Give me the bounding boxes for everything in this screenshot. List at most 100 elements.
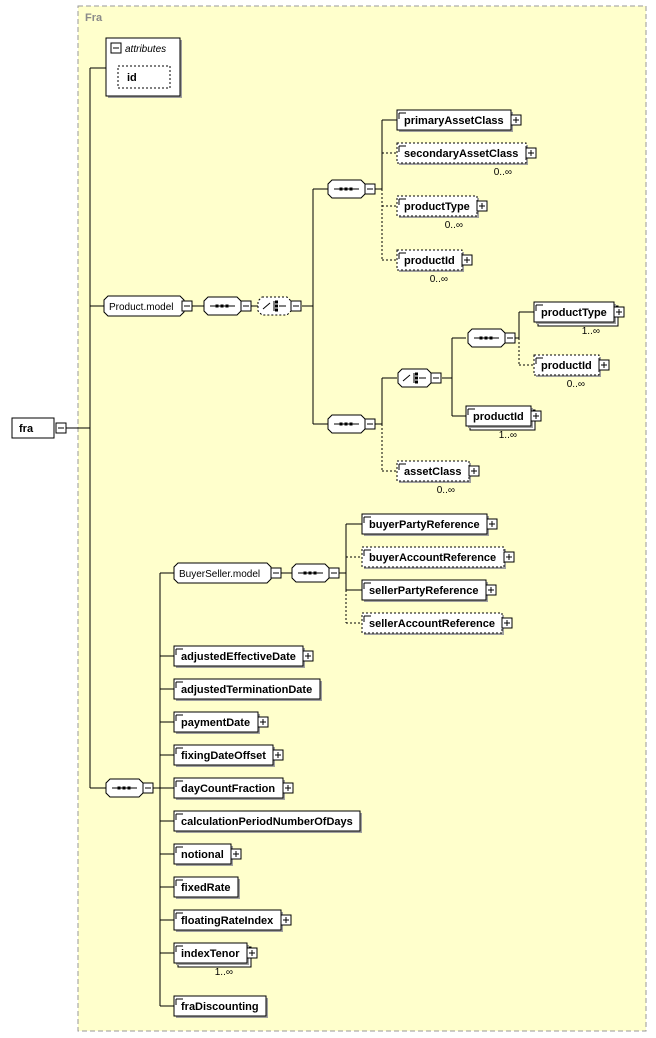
group-buyerseller-model[interactable]: BuyerSeller.model: [173, 562, 282, 584]
plus-box-icon[interactable]: [510, 114, 522, 126]
product-choice-compositor[interactable]: [257, 296, 302, 316]
occurrence-label: 1..∞: [582, 326, 600, 337]
element-calculationPeriodNumberOfDays[interactable]: calculationPeriodNumberOfDays: [173, 810, 362, 833]
occurrence-label: 1..∞: [215, 967, 233, 978]
plus-box-icon[interactable]: [476, 200, 488, 212]
minus-box-icon[interactable]: [55, 422, 67, 434]
root-element-fra[interactable]: fra: [11, 416, 67, 439]
plus-box-icon[interactable]: [485, 584, 497, 596]
sequence-compositor-icon: [334, 187, 359, 191]
product-sequence-2-compositor[interactable]: [327, 414, 376, 434]
element-flag-icon: [363, 615, 371, 622]
element-flag-icon: [398, 145, 406, 152]
choice-sequence-compositor[interactable]: [467, 328, 516, 348]
minus-box-icon[interactable]: [181, 300, 193, 312]
element-flag-icon: [363, 516, 371, 523]
plus-box-icon[interactable]: [302, 650, 314, 662]
element-fixingDateOffset[interactable]: fixingDateOffset: [173, 744, 284, 767]
minus-box-icon[interactable]: [240, 300, 252, 312]
element-flag-icon: [398, 198, 406, 205]
element-primaryAssetClass[interactable]: primaryAssetClass: [396, 109, 522, 132]
minus-box-icon[interactable]: [328, 567, 340, 579]
connection-lines: [66, 67, 534, 1007]
element-label: fixingDateOffset: [181, 750, 266, 762]
element-dayCountFraction[interactable]: dayCountFraction: [173, 777, 294, 800]
element-flag-icon: [175, 998, 183, 1005]
element-buyerPartyReference[interactable]: buyerPartyReference: [361, 513, 498, 536]
complex-type-title: Fra: [85, 12, 103, 24]
minus-box-icon[interactable]: [270, 567, 282, 579]
plus-box-icon[interactable]: [530, 410, 542, 422]
element-flag-icon: [175, 681, 183, 688]
plus-box-icon[interactable]: [613, 306, 625, 318]
element-flag-icon: [398, 112, 406, 119]
elements-layer: primaryAssetClasssecondaryAssetClass0..∞…: [173, 109, 625, 1018]
buyerseller-sequence-compositor[interactable]: [291, 563, 340, 583]
element-fixedRate[interactable]: fixedRate: [173, 876, 240, 899]
plus-box-icon[interactable]: [272, 749, 284, 761]
element-productType[interactable]: productType 1..∞: [533, 301, 625, 337]
minus-box-icon[interactable]: [142, 782, 154, 794]
plus-box-icon[interactable]: [280, 914, 292, 926]
attribute-id-label: id: [127, 72, 137, 84]
plus-box-icon[interactable]: [468, 465, 480, 477]
plus-box-icon[interactable]: [598, 359, 610, 371]
element-sellerAccountReference[interactable]: sellerAccountReference: [361, 612, 513, 635]
element-label: secondaryAssetClass: [404, 148, 518, 160]
plus-box-icon[interactable]: [486, 518, 498, 530]
compositors-layer: [105, 179, 516, 798]
attributes-label: attributes: [125, 44, 166, 55]
minus-box-icon[interactable]: [504, 332, 516, 344]
minus-box-icon[interactable]: [364, 418, 376, 430]
sequence-compositor-icon: [298, 571, 323, 575]
element-label: buyerAccountReference: [369, 552, 496, 564]
element-label: fixedRate: [181, 882, 231, 894]
attribute-id[interactable]: id: [117, 65, 171, 89]
plus-box-icon[interactable]: [282, 782, 294, 794]
minus-box-icon[interactable]: [364, 183, 376, 195]
main-sequence-compositor[interactable]: [105, 778, 154, 798]
element-flag-icon: [535, 357, 543, 364]
plus-box-icon[interactable]: [246, 947, 258, 959]
element-label: sellerPartyReference: [369, 585, 478, 597]
plus-box-icon[interactable]: [503, 551, 515, 563]
plus-box-icon[interactable]: [501, 617, 513, 629]
occurrence-label: 0..∞: [445, 220, 463, 231]
element-adjustedEffectiveDate[interactable]: adjustedEffectiveDate: [173, 645, 314, 668]
group-product-model[interactable]: Product.model: [103, 295, 193, 317]
element-fraDiscounting[interactable]: fraDiscounting: [173, 995, 268, 1018]
element-label: productType: [541, 307, 607, 319]
product-sequence-compositor[interactable]: [203, 296, 252, 316]
plus-box-icon[interactable]: [257, 716, 269, 728]
element-adjustedTerminationDate[interactable]: adjustedTerminationDate: [173, 678, 322, 701]
product-asset-choice-compositor[interactable]: [397, 368, 442, 388]
occurrence-label: 0..∞: [430, 274, 448, 285]
element-flag-icon: [175, 846, 183, 853]
element-sellerPartyReference[interactable]: sellerPartyReference: [361, 579, 497, 602]
element-flag-icon: [175, 747, 183, 754]
element-floatingRateIndex[interactable]: floatingRateIndex: [173, 909, 292, 932]
element-paymentDate[interactable]: paymentDate: [173, 711, 269, 734]
occurrence-label: 0..∞: [437, 485, 455, 496]
element-flag-icon: [363, 549, 371, 556]
element-label: dayCountFraction: [181, 783, 275, 795]
element-label: fraDiscounting: [181, 1001, 259, 1013]
plus-box-icon[interactable]: [230, 848, 242, 860]
product-sequence-1-compositor[interactable]: [327, 179, 376, 199]
minus-box-icon[interactable]: [110, 42, 122, 54]
plus-box-icon[interactable]: [461, 254, 473, 266]
element-notional[interactable]: notional: [173, 843, 242, 866]
element-label: calculationPeriodNumberOfDays: [181, 816, 353, 828]
plus-box-icon[interactable]: [525, 147, 537, 159]
element-buyerAccountReference[interactable]: buyerAccountReference: [361, 546, 515, 569]
minus-box-icon[interactable]: [430, 372, 442, 384]
minus-box-icon[interactable]: [290, 300, 302, 312]
